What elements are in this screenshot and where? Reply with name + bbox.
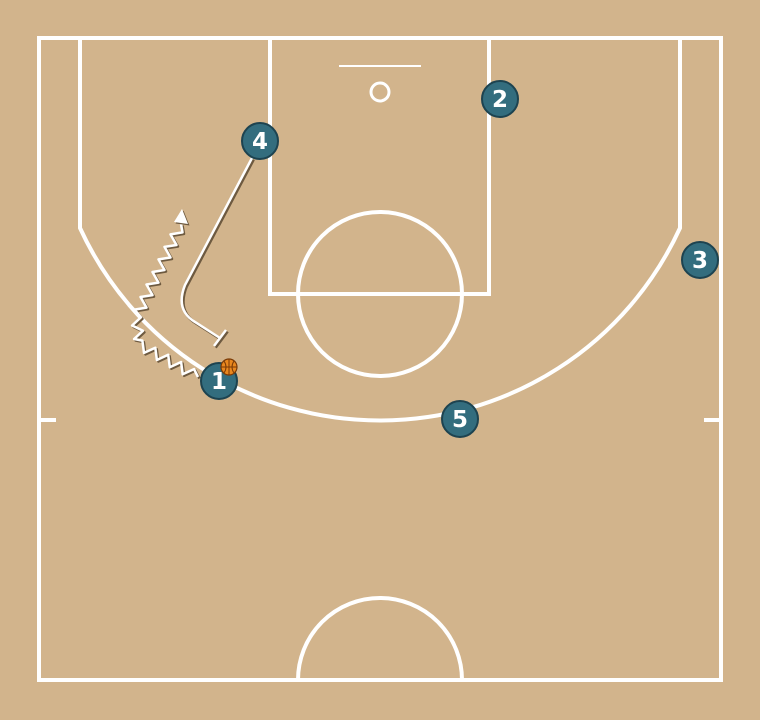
center-circle (296, 596, 464, 681)
hoop-assembly (339, 65, 421, 103)
player-2[interactable]: 2 (481, 80, 519, 118)
player-5[interactable]: 5 (441, 400, 479, 438)
player-4-token (241, 122, 279, 160)
player-2-token (481, 80, 519, 118)
screen-action (180, 157, 255, 349)
player-4[interactable]: 4 (241, 122, 279, 160)
player-3-label: 3 (692, 248, 708, 274)
player-4-label: 4 (252, 129, 268, 155)
rim (369, 81, 391, 103)
screen-bar (213, 329, 227, 347)
screen-path-shadow (181, 158, 255, 341)
player-3[interactable]: 3 (681, 241, 719, 279)
player-5-label: 5 (452, 407, 468, 433)
screen-path (180, 157, 254, 340)
free-throw-circle (296, 210, 464, 378)
player-3-token (681, 241, 719, 279)
player-5-token (441, 400, 479, 438)
screen-bar-shadow (214, 330, 229, 349)
player-1-label: 1 (211, 369, 227, 395)
basketball-icon (220, 358, 238, 376)
court-lines (37, 36, 723, 682)
paint-key (268, 36, 491, 296)
player-2-label: 2 (492, 87, 508, 113)
dribble-arrowhead (174, 209, 188, 224)
ball-seam-left (223, 360, 227, 374)
ball-seam-right (231, 360, 235, 374)
court-boundary (37, 36, 723, 682)
dribble-path (130, 223, 200, 378)
dribble-action (130, 209, 201, 380)
